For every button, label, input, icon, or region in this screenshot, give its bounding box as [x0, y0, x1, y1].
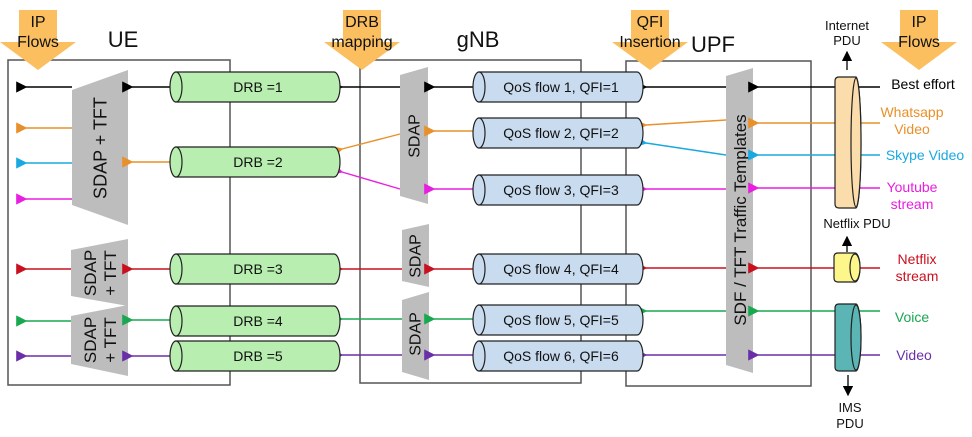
drb-5-label: DRB =5: [233, 348, 283, 364]
qos-flow-4: QoS flow 4, QFI=4: [472, 253, 644, 285]
qos-flow-5: QoS flow 5, QFI=5: [472, 304, 644, 336]
gnb-sdap-filter-1-label: SDAP: [407, 114, 424, 158]
qos-flow-3-label: QoS flow 3, QFI=3: [503, 182, 619, 198]
upf-box: [625, 60, 812, 387]
down-arrow-icon: [324, 10, 400, 70]
qos-flow-2-label: QoS flow 2, QFI=2: [503, 125, 619, 141]
ue-sdap-tft-filter-1-label: SDAP + TFT: [90, 97, 110, 199]
gnb-sdap-filter-1: SDAP: [400, 67, 428, 204]
upf-sdf-tft-templates-label: SDF / TFT Traffic Templates: [731, 114, 750, 325]
traffic-label-6: Voice: [895, 309, 929, 325]
gnb-sdap-filter-2: SDAP: [402, 224, 429, 287]
qos-flow-1-label: QoS flow 1, QFI=1: [503, 79, 619, 95]
qos-flow-3: QoS flow 3, QFI=3: [472, 174, 644, 206]
gnb-sdap-filter-3-label: SDAP: [408, 312, 425, 356]
netflix-pdu-session: [833, 252, 861, 283]
gnb-box: [359, 59, 582, 384]
qos-flow-6: QoS flow 6, QFI=6: [472, 340, 644, 372]
traffic-label-1: Best effort: [891, 76, 955, 92]
drb-5: DRB =5: [169, 340, 341, 372]
ue-sdap-tft-filter-2-label: SDAP+ TFT: [81, 250, 120, 296]
gnb-sdap-filter-3: SDAP: [402, 292, 429, 380]
qos-flow-6-label: QoS flow 6, QFI=6: [503, 348, 619, 364]
sdap-to-drb-arrow-2: [331, 133, 401, 157]
ue-title: UE: [108, 27, 139, 52]
drb-3-label: DRB =3: [233, 261, 283, 277]
down-arrow-icon: [881, 10, 957, 70]
upf-sdf-tft-templates: SDF / TFT Traffic Templates: [726, 68, 753, 373]
drb-2: DRB =2: [169, 146, 341, 178]
ue-sdap-tft-filter-3: SDAP+ TFT: [71, 305, 128, 376]
down-arrow-icon: [612, 10, 688, 70]
drb-1-label: DRB =1: [233, 79, 283, 95]
netflix-pdu-label: Netflix PDU: [823, 216, 890, 231]
drb-4-label: DRB =4: [233, 313, 283, 329]
upf-to-qos-arrow-3: [635, 136, 727, 156]
gnb-sdap-filter-2-label: SDAP: [408, 234, 425, 278]
traffic-label-7: Video: [896, 347, 932, 363]
ims-pdu-session: [834, 303, 862, 372]
gnb-title: gNB: [457, 27, 500, 52]
drb-2-label: DRB =2: [233, 154, 283, 170]
traffic-label-3: Skype Video: [886, 147, 965, 163]
qos-flow-1: QoS flow 1, QFI=1: [472, 71, 644, 103]
qos-flow-2: QoS flow 2, QFI=2: [472, 117, 644, 149]
drb-4: DRB =4: [169, 305, 341, 337]
qos-flow-5-label: QoS flow 5, QFI=5: [503, 312, 619, 328]
upf-title: UPF: [691, 32, 735, 57]
qos-flow-4-label: QoS flow 4, QFI=4: [503, 261, 619, 277]
upf-to-qos-arrow-2: [635, 119, 727, 132]
ue-sdap-tft-filter-2: SDAP+ TFT: [71, 239, 128, 306]
sdap-to-drb-arrow-3: [331, 163, 401, 190]
ue-sdap-tft-filter-3-label: SDAP+ TFT: [81, 317, 120, 363]
internet-pdu-session: [834, 76, 862, 209]
drb-3: DRB =3: [169, 253, 341, 285]
drb-1: DRB =1: [169, 71, 341, 103]
ue-box: [7, 59, 231, 386]
down-arrow-icon: [0, 10, 76, 70]
ue-sdap-tft-filter-1: SDAP + TFT: [72, 70, 128, 225]
